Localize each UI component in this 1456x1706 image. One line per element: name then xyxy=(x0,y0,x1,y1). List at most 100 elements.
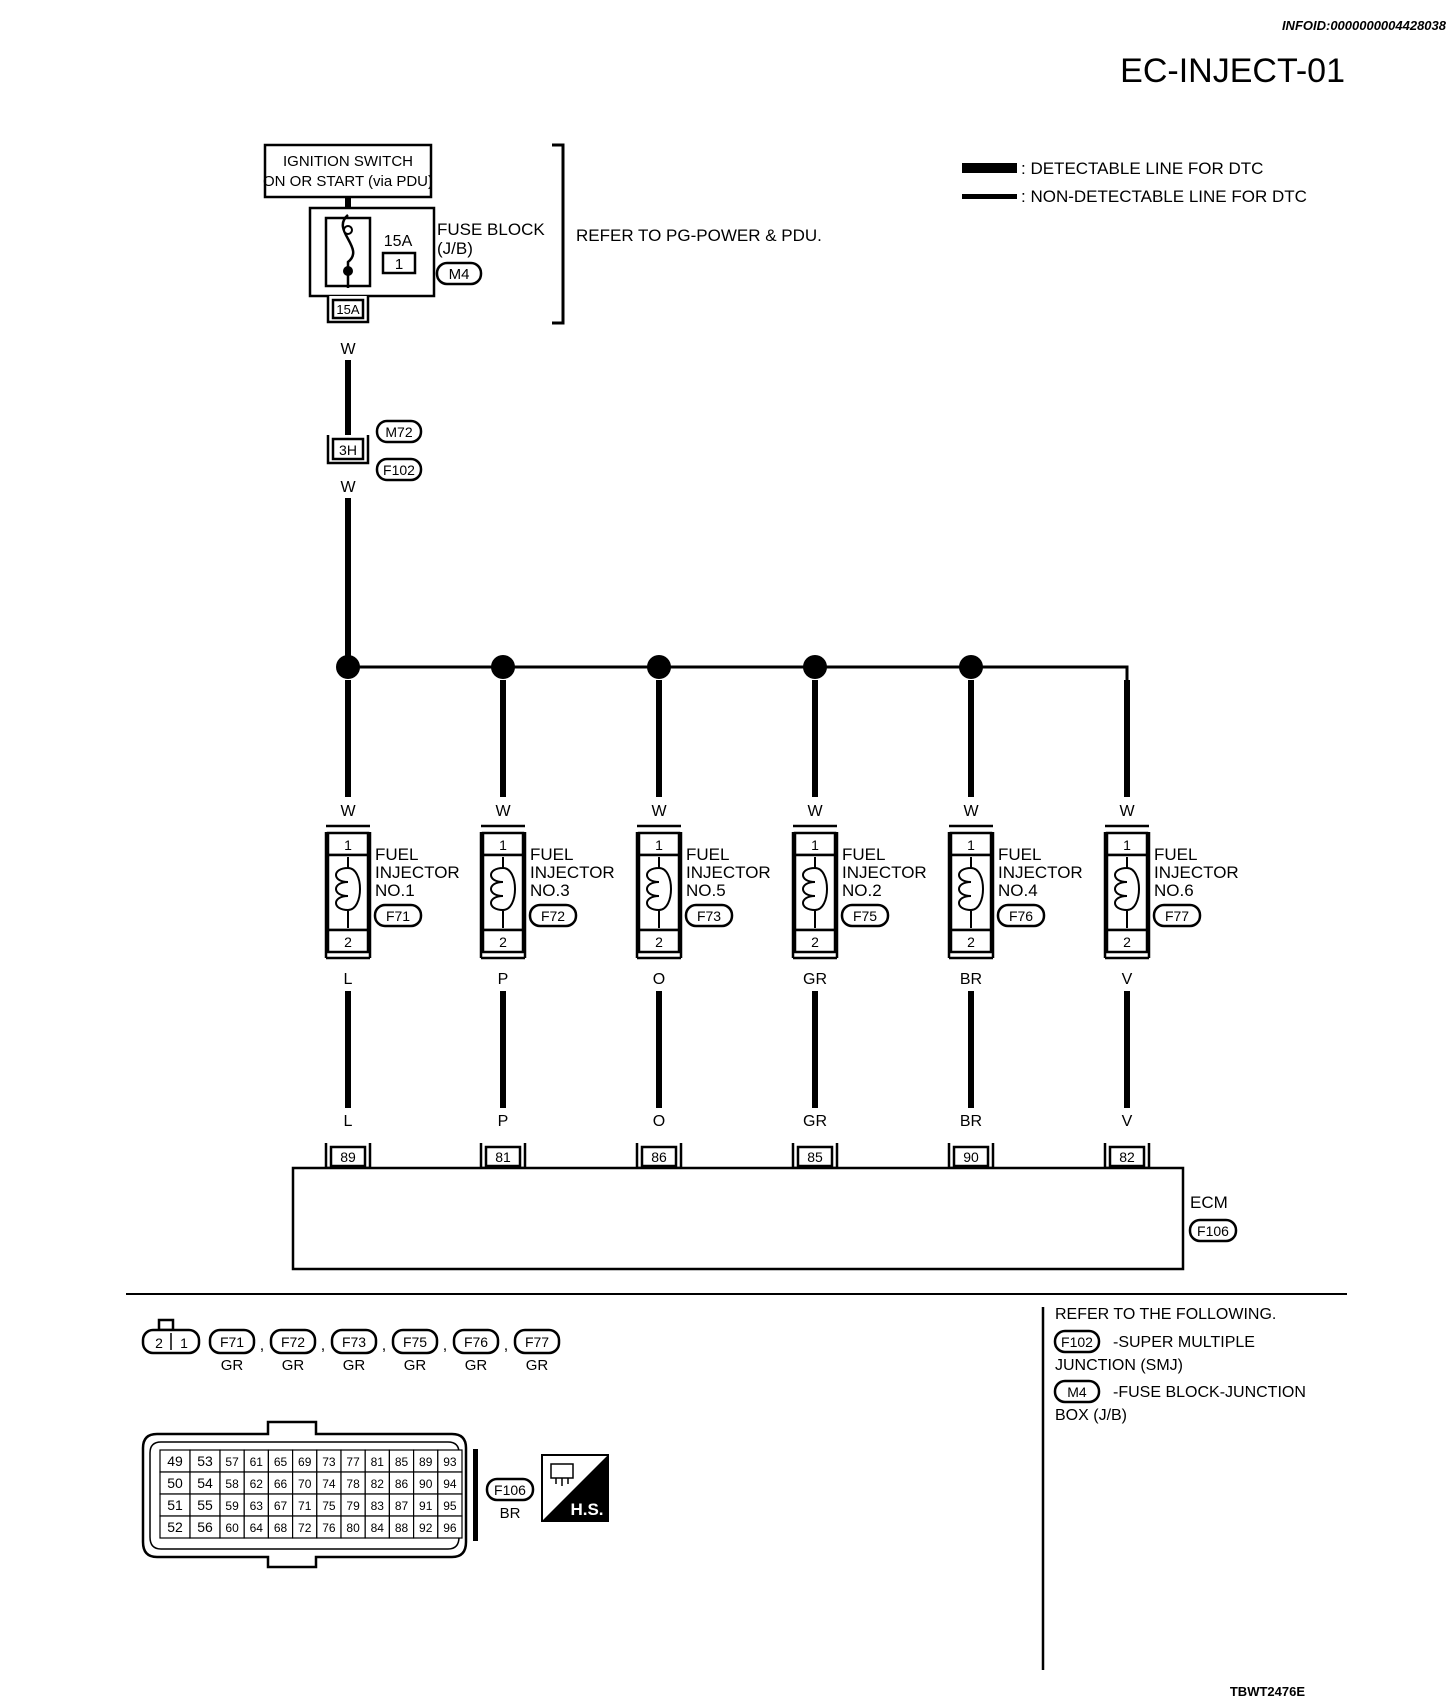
wire-ecm-color: P xyxy=(498,1113,509,1130)
ecm-grid-pin: 93 xyxy=(443,1455,457,1469)
ecm-connector-badge xyxy=(1188,1218,1238,1243)
ecm-grid-pin: 53 xyxy=(197,1453,213,1469)
footer-connector-color: GR xyxy=(526,1357,549,1374)
ecm-pin-number: 81 xyxy=(495,1149,511,1165)
fuse-block-label-2: (J/B) xyxy=(437,239,473,258)
coil-icon xyxy=(958,857,984,928)
injector-label-2: INJECTOR xyxy=(998,863,1083,882)
injector-label-1: FUEL xyxy=(1154,845,1197,864)
two-pin-connector-icon: 2 1 xyxy=(141,1318,201,1355)
ecm-grid-pin: 96 xyxy=(443,1521,457,1535)
ecm-grid-pin: 84 xyxy=(371,1521,385,1535)
non-detectable-line-sample xyxy=(962,194,1017,199)
ecm-pin-number: 82 xyxy=(1119,1149,1135,1165)
ecm-grid-pin: 60 xyxy=(225,1521,239,1535)
ecm-grid-pin: 68 xyxy=(274,1521,288,1535)
splice-point xyxy=(336,655,360,679)
ecm-grid-pin: 49 xyxy=(167,1453,183,1469)
wire-in-color: W xyxy=(495,803,511,820)
legend-non-detectable: : NON-DETECTABLE LINE FOR DTC xyxy=(1021,187,1307,206)
wire-out-color: P xyxy=(498,971,509,988)
splice-point xyxy=(803,655,827,679)
footer-connector-badge xyxy=(330,1328,378,1355)
ecm-grid-pin: 95 xyxy=(443,1499,457,1513)
ecm-grid-pin: 65 xyxy=(274,1455,288,1469)
injector-pin-bottom: 2 xyxy=(499,934,507,950)
power-bus xyxy=(348,665,1129,700)
ecm-grid-pin: 82 xyxy=(371,1477,385,1491)
ecm-grid-pin: 69 xyxy=(298,1455,312,1469)
coil-icon xyxy=(802,857,828,928)
injector-pin-bottom-box xyxy=(949,928,993,954)
injector-pin-bottom: 2 xyxy=(967,934,975,950)
ecm-grid-pin: 63 xyxy=(250,1499,264,1513)
ecm-grid-pin: 67 xyxy=(274,1499,288,1513)
footer-connector-badge xyxy=(452,1328,500,1355)
refer-item2-line2: BOX (J/B) xyxy=(1055,1407,1127,1424)
injector-pin-bottom-box xyxy=(326,928,370,954)
page-title: EC-INJECT-01 xyxy=(1120,52,1345,90)
legend: : DETECTABLE LINE FOR DTC : NON-DETECTAB… xyxy=(962,159,1307,206)
junction-connector-bottom: F102 xyxy=(383,462,415,478)
ecm-grid-pin: 51 xyxy=(167,1497,183,1513)
harness-side-icon: H.S. xyxy=(541,1454,609,1522)
coil-icon xyxy=(646,857,672,928)
fuse-block-label-1: FUSE BLOCK xyxy=(437,220,545,239)
footer-separator: , xyxy=(504,1337,508,1354)
ecm-pin-box xyxy=(1108,1145,1146,1168)
injector-bracket xyxy=(481,824,525,960)
injector-label-3: NO.1 xyxy=(375,881,415,900)
injector-connector-badge xyxy=(528,903,578,928)
injector-connector: F76 xyxy=(1009,908,1033,924)
ecm-grid-pin: 79 xyxy=(346,1499,360,1513)
footer-ecm-connector: F106 xyxy=(494,1482,526,1498)
detectable-line-sample xyxy=(962,163,1017,173)
injector-connector-badge xyxy=(1152,903,1202,928)
ecm-pin-number: 90 xyxy=(963,1149,979,1165)
ecm-grid-pin: 71 xyxy=(298,1499,312,1513)
injector-connector-badge xyxy=(373,903,423,928)
refer-item2-badge xyxy=(1053,1379,1101,1404)
ecm-grid-pin: 56 xyxy=(197,1519,213,1535)
ecm-grid-pin: 86 xyxy=(395,1477,409,1491)
footer-connector-color: GR xyxy=(221,1357,244,1374)
injector-connector-badge xyxy=(996,903,1046,928)
injector-label-2: INJECTOR xyxy=(375,863,460,882)
ecm-grid-pin: 72 xyxy=(298,1521,312,1535)
injector-label-3: NO.3 xyxy=(530,881,570,900)
ecm-grid-pin: 64 xyxy=(250,1521,264,1535)
fuse-rating: 15A xyxy=(384,233,413,250)
coil-icon xyxy=(335,857,361,928)
refer-pg-power: REFER TO PG-POWER & PDU. xyxy=(576,226,822,245)
injector-connector: F72 xyxy=(541,908,565,924)
injector-connector: F71 xyxy=(386,908,410,924)
ecm-grid-pin: 88 xyxy=(395,1521,409,1535)
ecm-grid-pin: 59 xyxy=(225,1499,239,1513)
footer-connector-badge xyxy=(513,1328,561,1355)
injector-connector: F73 xyxy=(697,908,721,924)
footer-connector-id: F75 xyxy=(403,1334,427,1350)
footer-connector-id: F72 xyxy=(281,1334,305,1350)
footer-connector-color: GR xyxy=(404,1357,427,1374)
injector-pin-top: 1 xyxy=(811,837,819,853)
ecm-grid-pin: 73 xyxy=(322,1455,336,1469)
injector-pin-bottom-box xyxy=(637,928,681,954)
ecm-pin-box xyxy=(329,1145,367,1168)
ecm-grid-pin: 66 xyxy=(274,1477,288,1491)
injector-label-3: NO.4 xyxy=(998,881,1038,900)
fuse-top-terminal xyxy=(343,225,353,235)
wire-ecm-color: O xyxy=(653,1113,665,1130)
harness-connector-icon xyxy=(550,1463,574,1479)
wire-ecm-color: BR xyxy=(960,1113,982,1130)
injector-connector-badge xyxy=(684,903,734,928)
ecm-grid-pin: 80 xyxy=(346,1521,360,1535)
ecm-pin-number: 89 xyxy=(340,1149,356,1165)
ecm-grid-pin: 54 xyxy=(197,1475,213,1491)
